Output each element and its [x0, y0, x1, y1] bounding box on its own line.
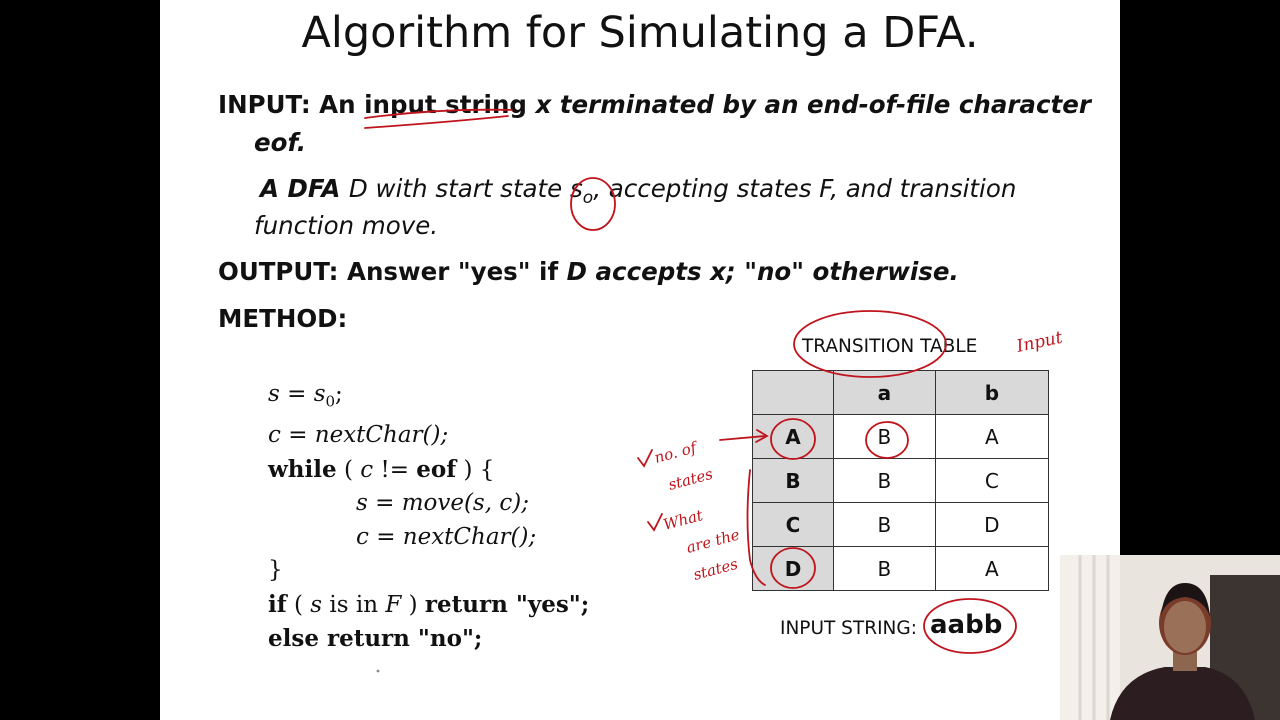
- state-cell: C: [752, 502, 834, 547]
- table-row: A B A: [752, 414, 1050, 459]
- states-note: no. of: [652, 438, 700, 467]
- what-note: are the: [684, 525, 741, 556]
- input-line-2: eof.: [254, 128, 307, 157]
- table-header-cell: a: [833, 370, 936, 415]
- webcam-overlay: [1060, 555, 1280, 720]
- table-corner-cell: [752, 370, 834, 415]
- dfa-line-1: A DFA D with start state so, accepting s…: [260, 174, 1017, 208]
- stray-dot: [376, 669, 380, 673]
- slide-title: Algorithm for Simulating a DFA.: [301, 8, 979, 58]
- state-cell: A: [752, 414, 834, 459]
- dfa-line-2: function move.: [254, 211, 439, 240]
- check-mark: [647, 513, 663, 532]
- check-mark: [637, 449, 653, 468]
- input-line-1: INPUT: An input string x terminated by a…: [218, 90, 1091, 119]
- state-cell: B: [752, 458, 834, 503]
- table-row: C B D: [752, 502, 1050, 547]
- code-line-4: s = move(s, c);: [356, 490, 529, 517]
- table-row: D B A: [752, 546, 1050, 591]
- transition-table-title: TRANSITION TABLE: [802, 336, 978, 357]
- table-row: B B C: [752, 458, 1050, 503]
- code-line-7: if ( s is in F ) return "yes";: [268, 590, 590, 618]
- table-cell: D: [934, 502, 1050, 547]
- presenter-video: [1060, 555, 1280, 720]
- input-note: Input: [1014, 328, 1065, 357]
- code-line-1: s = s0;: [268, 381, 343, 411]
- code-line-6: }: [268, 557, 283, 584]
- transition-table: a b A B A B B C C B D D B A: [752, 370, 1050, 591]
- method-label: METHOD:: [218, 304, 348, 333]
- input-string-value: aabb: [930, 610, 1003, 640]
- code-line-5: c = nextChar();: [356, 523, 537, 550]
- table-cell: B: [833, 458, 936, 503]
- state-cell: D: [752, 546, 834, 591]
- code-line-3: while ( c != eof ) {: [268, 455, 495, 483]
- table-header-cell: b: [934, 370, 1050, 415]
- what-note: What: [661, 506, 705, 534]
- table-cell: A: [934, 414, 1050, 459]
- states-note: states: [666, 465, 715, 494]
- output-line: OUTPUT: Answer "yes" if D accepts x; "no…: [218, 257, 959, 286]
- table-header-row: a b: [752, 370, 1050, 415]
- table-cell: B: [833, 502, 936, 547]
- table-cell: A: [934, 546, 1050, 591]
- what-note: states: [691, 555, 740, 584]
- table-cell: C: [934, 458, 1050, 503]
- input-label: INPUT:: [218, 90, 320, 119]
- input-string-label: INPUT STRING:: [780, 618, 917, 639]
- code-line-8: else return "no";: [268, 625, 483, 653]
- code-line-2: c = nextChar();: [268, 422, 449, 449]
- slide: Algorithm for Simulating a DFA. INPUT: A…: [160, 0, 1120, 720]
- table-cell: B: [833, 546, 936, 591]
- table-cell: B: [833, 414, 936, 459]
- output-label: OUTPUT:: [218, 257, 347, 286]
- algorithm-code: s = s0; c = nextChar(); while ( c != eof…: [268, 378, 589, 656]
